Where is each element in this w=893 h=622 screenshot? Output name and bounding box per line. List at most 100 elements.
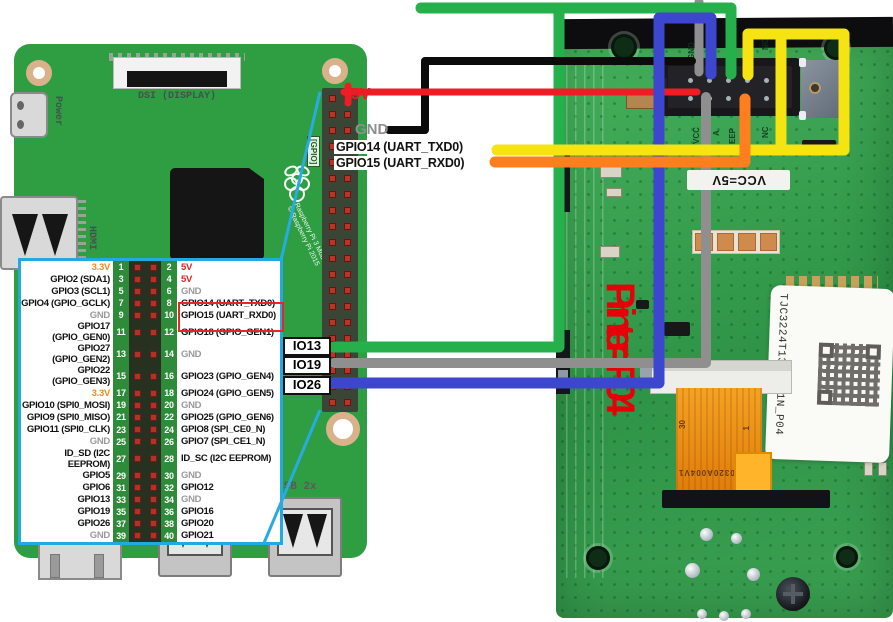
gpio-tag-label: [GPIO] (307, 136, 320, 168)
printer-annotation: Printer=P04 (598, 282, 642, 407)
header-pin (344, 126, 351, 134)
header-pin (344, 270, 351, 278)
label-io26: IO26 (283, 376, 331, 395)
solder-joint (747, 568, 760, 581)
header-pin (329, 126, 336, 134)
header-pin (344, 318, 351, 326)
solder-joint (697, 609, 707, 619)
silkscreen-a: A (712, 130, 721, 136)
header-pin (344, 286, 351, 294)
mounting-hole (586, 546, 610, 570)
connector-pin (707, 96, 712, 101)
solder-joint (685, 563, 700, 578)
connector-pin (745, 96, 750, 101)
solder-joint (719, 611, 729, 621)
label-io13: IO13 (283, 337, 331, 356)
smd-component (878, 462, 887, 476)
header-pin (344, 382, 351, 390)
silkscreen-gnd: GND (687, 42, 696, 60)
connector-pin (764, 96, 769, 101)
header-pin (344, 254, 351, 262)
connector-pin (764, 78, 769, 83)
hdmi-label: HDMI (86, 226, 97, 251)
header-pin (344, 398, 351, 406)
hdmi-teeth (78, 200, 86, 266)
header-pin (344, 238, 351, 246)
mounting-hole (611, 34, 637, 60)
header-pin (329, 254, 336, 262)
connector-pin (745, 78, 750, 83)
smd-component (600, 246, 620, 258)
mounting-hole (322, 58, 348, 84)
smd-component (864, 462, 873, 476)
port-leg (50, 554, 60, 578)
header-pin (329, 222, 336, 230)
soc-chip (170, 168, 264, 260)
vcc-silkscreen-text: VCC=5V (711, 172, 766, 188)
header-pin (344, 206, 351, 214)
mounting-hole (824, 36, 848, 60)
header-pin (344, 350, 351, 358)
smd-component (600, 166, 622, 178)
port-leg (94, 554, 104, 578)
lcd-tab (556, 150, 570, 212)
qr-code (816, 342, 882, 407)
label-gnd: GND (355, 121, 389, 138)
header-pin (344, 174, 351, 182)
header-pin (344, 110, 351, 118)
silkscreen-nc-top: NC (761, 38, 770, 50)
buzzer (799, 58, 849, 120)
silkscreen-nc-bottom: NC (761, 126, 770, 138)
header-pin (329, 110, 336, 118)
dsi-label: DSI (DISPLAY) (137, 91, 216, 102)
header-pin (329, 302, 336, 310)
diode (802, 140, 836, 152)
header-pin (329, 318, 336, 326)
label-5v: 5V (351, 86, 371, 103)
flex-marking-1: 1 (742, 426, 751, 431)
mounting-hole (26, 60, 52, 86)
header-pin (329, 270, 336, 278)
idc-connector (657, 58, 800, 116)
connector-pin (688, 96, 693, 101)
vcc-silkscreen-box: VCC=5V (687, 170, 790, 190)
solder-joint (731, 533, 742, 544)
power-label: Power (52, 96, 63, 127)
header-pin (329, 94, 336, 102)
header-pin (344, 302, 351, 310)
hdmi-port (0, 196, 78, 270)
board-slot (662, 490, 830, 508)
label-io19: IO19 (283, 356, 331, 375)
screw (776, 577, 810, 611)
header-pin (329, 206, 336, 214)
header-pin (344, 366, 351, 374)
mounting-hole (326, 412, 360, 446)
header-pin (344, 94, 351, 102)
